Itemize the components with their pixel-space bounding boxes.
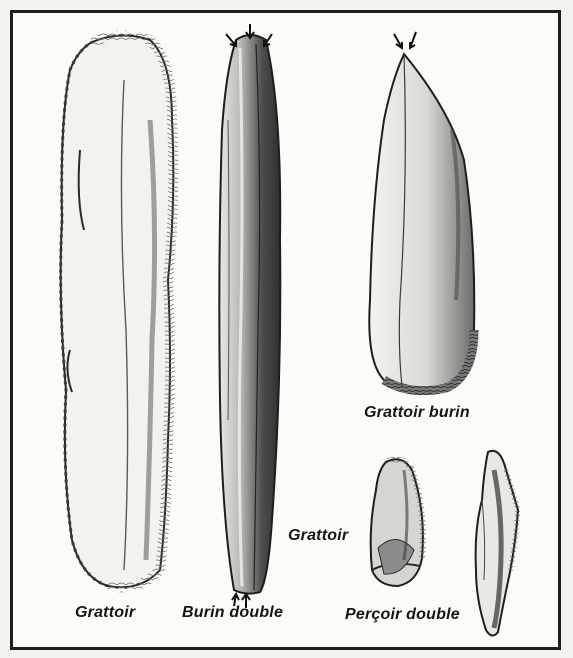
label-grattoir-burin: Grattoir burin <box>364 404 470 422</box>
grattoir-burin-drawing <box>369 32 474 391</box>
label-grattoir-long: Grattoir <box>75 604 135 622</box>
label-percoir-double: Perçoir double <box>345 606 460 624</box>
label-burin-double: Burin double <box>182 604 283 622</box>
burin-double-drawing <box>219 24 280 608</box>
label-grattoir-small: Grattoir <box>288 527 348 545</box>
grattoir-long-drawing <box>61 35 174 587</box>
grattoir-small-drawing <box>371 459 423 586</box>
percoir-double-drawing <box>476 451 518 636</box>
